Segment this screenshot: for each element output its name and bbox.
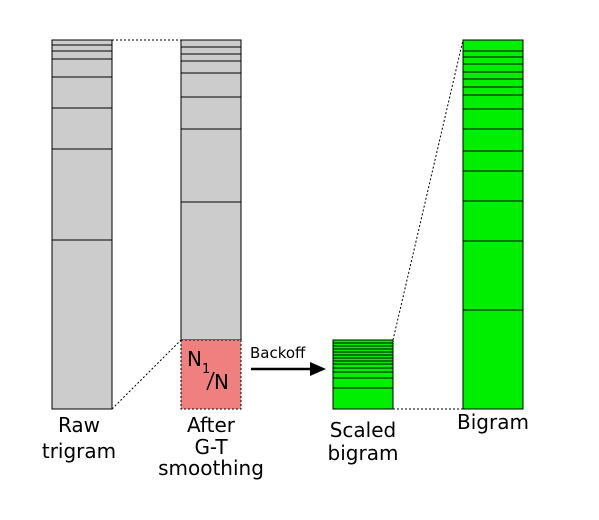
raw-trigram-dividers: [52, 44, 112, 241]
raw-trigram-column: [51, 39, 113, 410]
scaled-bigram-column: [332, 339, 394, 410]
scaled-label-line1: Scaled: [330, 418, 397, 442]
after-label-line1: After: [187, 413, 236, 437]
bigram-dividers: [463, 50, 523, 311]
n1-numerator-n: N: [187, 347, 202, 371]
gt-smoothed-bar: N 1 N: [180, 39, 242, 410]
raw-trigram-bar: [51, 39, 113, 410]
n1-slash: [206, 371, 215, 391]
scaled-bigram-bar: [332, 339, 394, 410]
raw-label-line2: trigram: [42, 439, 116, 463]
n1-numerator-sub: 1: [202, 362, 210, 377]
raw-label-line1: Raw: [58, 413, 100, 437]
scaled-bigram-dividers: [333, 342, 393, 389]
backoff-label: Backoff: [250, 344, 306, 362]
bigram-column: [462, 39, 524, 410]
gt-smoothed-column: [180, 39, 242, 341]
backoff-arrow-head: [310, 362, 326, 376]
n1-over-n-label: N 1 N: [187, 347, 229, 394]
connector-bigram-diagonal: [392, 39, 464, 341]
bigram-bar: [462, 39, 524, 410]
gt-smoothed-dividers: [181, 46, 241, 203]
leftover-mass-box: [180, 339, 242, 410]
backoff-arrow: Backoff: [250, 344, 326, 376]
after-label-line2: G-T: [194, 435, 228, 459]
n1-denominator: N: [214, 370, 229, 394]
bigram-label: Bigram: [457, 410, 529, 434]
scaled-label-line2: bigram: [328, 441, 399, 465]
connector-diagonal: [111, 339, 182, 410]
after-label-line3: smoothing: [158, 456, 264, 480]
